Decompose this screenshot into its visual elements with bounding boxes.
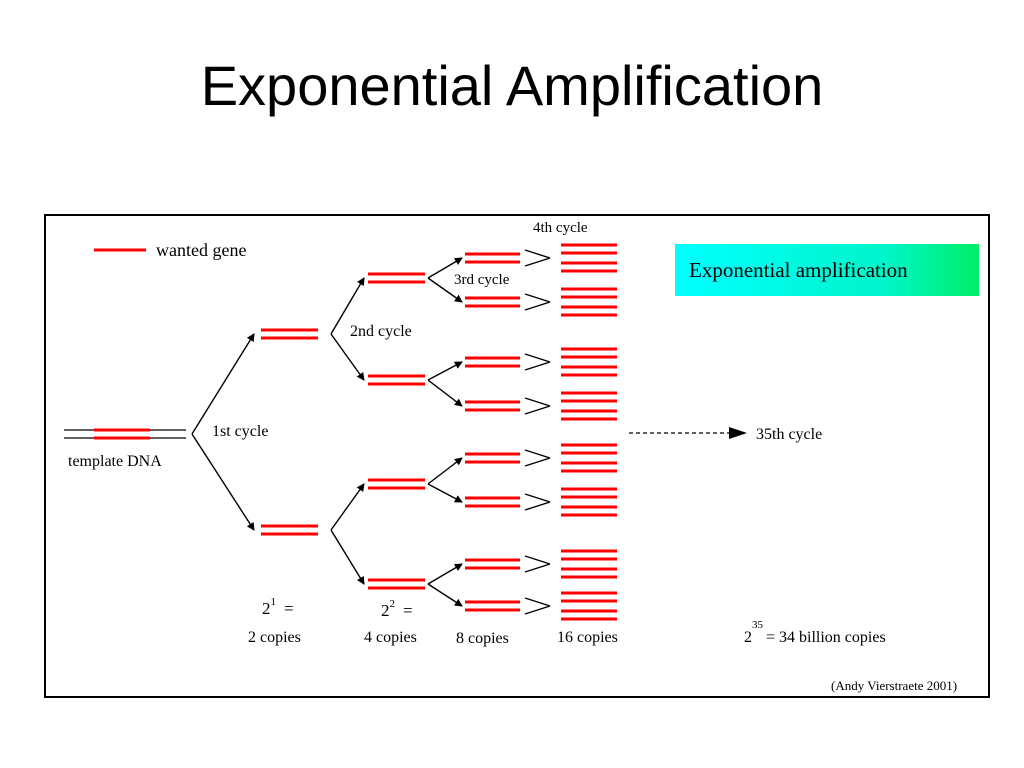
pcr-diagram: wanted gene template DNA 1st cycle 2nd c…	[44, 214, 990, 698]
copy-cycle4-4	[561, 305, 617, 317]
copy-cycle4-11	[561, 487, 617, 499]
cycle3-label: 3rd cycle	[454, 272, 510, 288]
copy-cycle1-2	[261, 524, 318, 536]
cycle4-label: 4th cycle	[533, 220, 588, 236]
template-dna	[64, 428, 186, 440]
fork-cycle4-8	[524, 597, 551, 615]
copy-cycle3-1	[465, 252, 520, 264]
credit: (Andy Vierstraete 2001)	[831, 678, 957, 693]
cycle35-label: 35th cycle	[756, 426, 822, 443]
fork-cycle4-3	[524, 353, 551, 371]
copy-cycle4-13	[561, 549, 617, 561]
fork-cycle4-5	[524, 449, 551, 467]
cycle1-label: 1st cycle	[212, 423, 268, 440]
copy-cycle4-8	[561, 409, 617, 421]
branch-arrows	[191, 249, 551, 615]
template-label: template DNA	[68, 453, 162, 470]
fork-cycle4-6	[524, 493, 551, 511]
count-c3-copies: 8 copies	[456, 630, 509, 647]
copy-cycle3-8	[465, 600, 520, 612]
copy-cycle4-16	[561, 609, 617, 621]
cycle2-label: 2nd cycle	[350, 323, 412, 340]
fork-cycle3-2	[427, 361, 463, 407]
fork-cycle3-4	[427, 563, 463, 607]
copy-cycle4-2	[561, 261, 617, 273]
slide-title: Exponential Amplification	[200, 54, 824, 117]
copy-cycle4-3	[561, 287, 617, 299]
copy-cycle4-12	[561, 505, 617, 517]
fork-cycle4-7	[524, 555, 551, 573]
fork-cycle2-1	[330, 277, 365, 381]
dna-copies	[261, 243, 617, 621]
copy-cycle2-4	[368, 578, 425, 590]
copy-cycle3-4	[465, 400, 520, 412]
badge-text: Exponential amplification	[689, 258, 908, 282]
copy-cycle4-7	[561, 391, 617, 403]
fork-cycle2-2	[330, 483, 365, 585]
copy-cycle3-5	[465, 452, 520, 464]
count-c35: 235= 34 billion copies	[744, 619, 886, 646]
copy-cycle2-2	[368, 374, 425, 386]
count-c1-copies: 2 copies	[248, 629, 301, 646]
fork-cycle3-1	[427, 257, 463, 303]
fork-cycle4-1	[524, 249, 551, 267]
count-c2-copies: 4 copies	[364, 629, 417, 646]
count-c2-power: 22=	[381, 598, 413, 620]
amplification-badge	[675, 244, 979, 296]
copy-cycle4-9	[561, 443, 617, 455]
copy-cycle1-1	[261, 328, 318, 340]
copy-cycle4-6	[561, 365, 617, 377]
count-c4-copies: 16 copies	[557, 629, 618, 646]
copy-cycle4-5	[561, 347, 617, 359]
fork-cycle3-3	[427, 457, 463, 503]
fork-cycle4-4	[524, 397, 551, 415]
copy-cycle4-1	[561, 243, 617, 255]
copy-cycle4-15	[561, 591, 617, 603]
copy-cycle3-3	[465, 356, 520, 368]
copy-cycle4-14	[561, 567, 617, 579]
copy-cycle3-6	[465, 496, 520, 508]
fork-cycle4-2	[524, 293, 551, 311]
legend-label: wanted gene	[156, 240, 246, 260]
copy-cycle2-3	[368, 478, 425, 490]
fork-cycle1	[191, 333, 255, 531]
count-c1-power: 21=	[262, 596, 294, 618]
copy-cycle4-10	[561, 461, 617, 473]
copy-cycle3-2	[465, 296, 520, 308]
copy-cycle2-1	[368, 272, 425, 284]
copy-cycle3-7	[465, 558, 520, 570]
